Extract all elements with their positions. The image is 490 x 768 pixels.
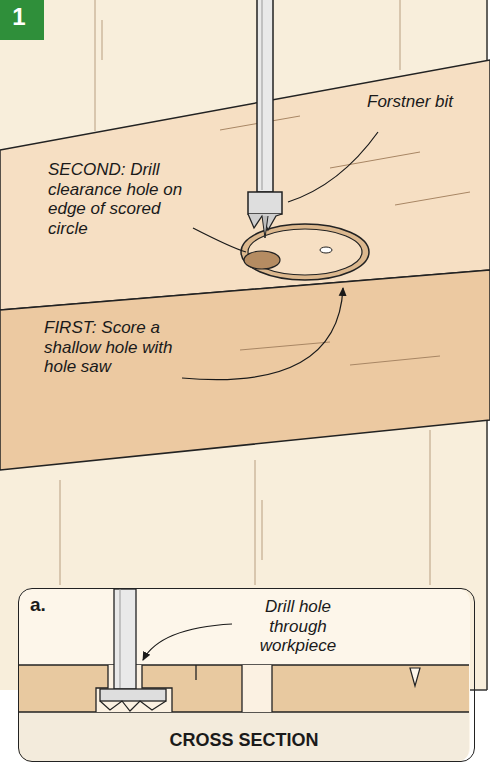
grain-line [350,356,440,365]
bit-head [100,689,166,701]
kerf-line [195,665,196,680]
bit-spur [262,216,268,238]
leader-arrow [143,624,232,660]
bit-shank [257,0,273,192]
bit-shading [120,589,121,688]
section-bit [100,589,166,711]
inset-ground [18,588,470,762]
plank-line [255,460,256,585]
bit-head [248,192,282,214]
grain-line [395,192,470,205]
bit-shading [262,0,263,190]
cross-section-panel: a. CROSS SECTION [18,588,475,762]
clearance-hole [244,251,280,269]
forstner-bit [248,0,282,238]
inset-band [19,712,469,761]
inset-title: CROSS SECTION [19,730,469,751]
leader-line [288,132,378,202]
callout-label: SECOND: Drill clearance hole on edge of … [48,160,188,238]
counterbore [96,688,172,712]
scored-circle-outer [241,224,369,280]
hole-outline [271,665,272,712]
pilot-hole [320,247,332,253]
step-number: 1 [0,0,38,34]
hole-outline [241,665,242,712]
callout-label: FIRST: Score a shallow hole with hole sa… [44,318,184,377]
board-top-face [0,60,490,310]
plank-line [400,0,401,70]
plank-line [60,480,61,585]
plank-line [95,0,96,131]
step-number-box: 1 [0,0,44,40]
pilot-section [242,665,272,712]
grain-line [240,342,330,350]
grain-line [330,152,420,168]
plank-line [262,500,263,560]
callout-label: Drill hole through workpiece [236,597,360,656]
leader-line [193,228,246,252]
plank-line [430,430,431,585]
inset-letter: a. [30,594,46,616]
section-slab [19,665,469,712]
bit-shank [114,589,136,689]
leader-arrow [182,288,343,380]
plank-line [102,20,103,60]
kerf-mark [410,668,420,686]
bit-teeth [100,701,166,711]
board-front-face [0,270,490,470]
callout-label: Forstner bit [362,92,458,112]
